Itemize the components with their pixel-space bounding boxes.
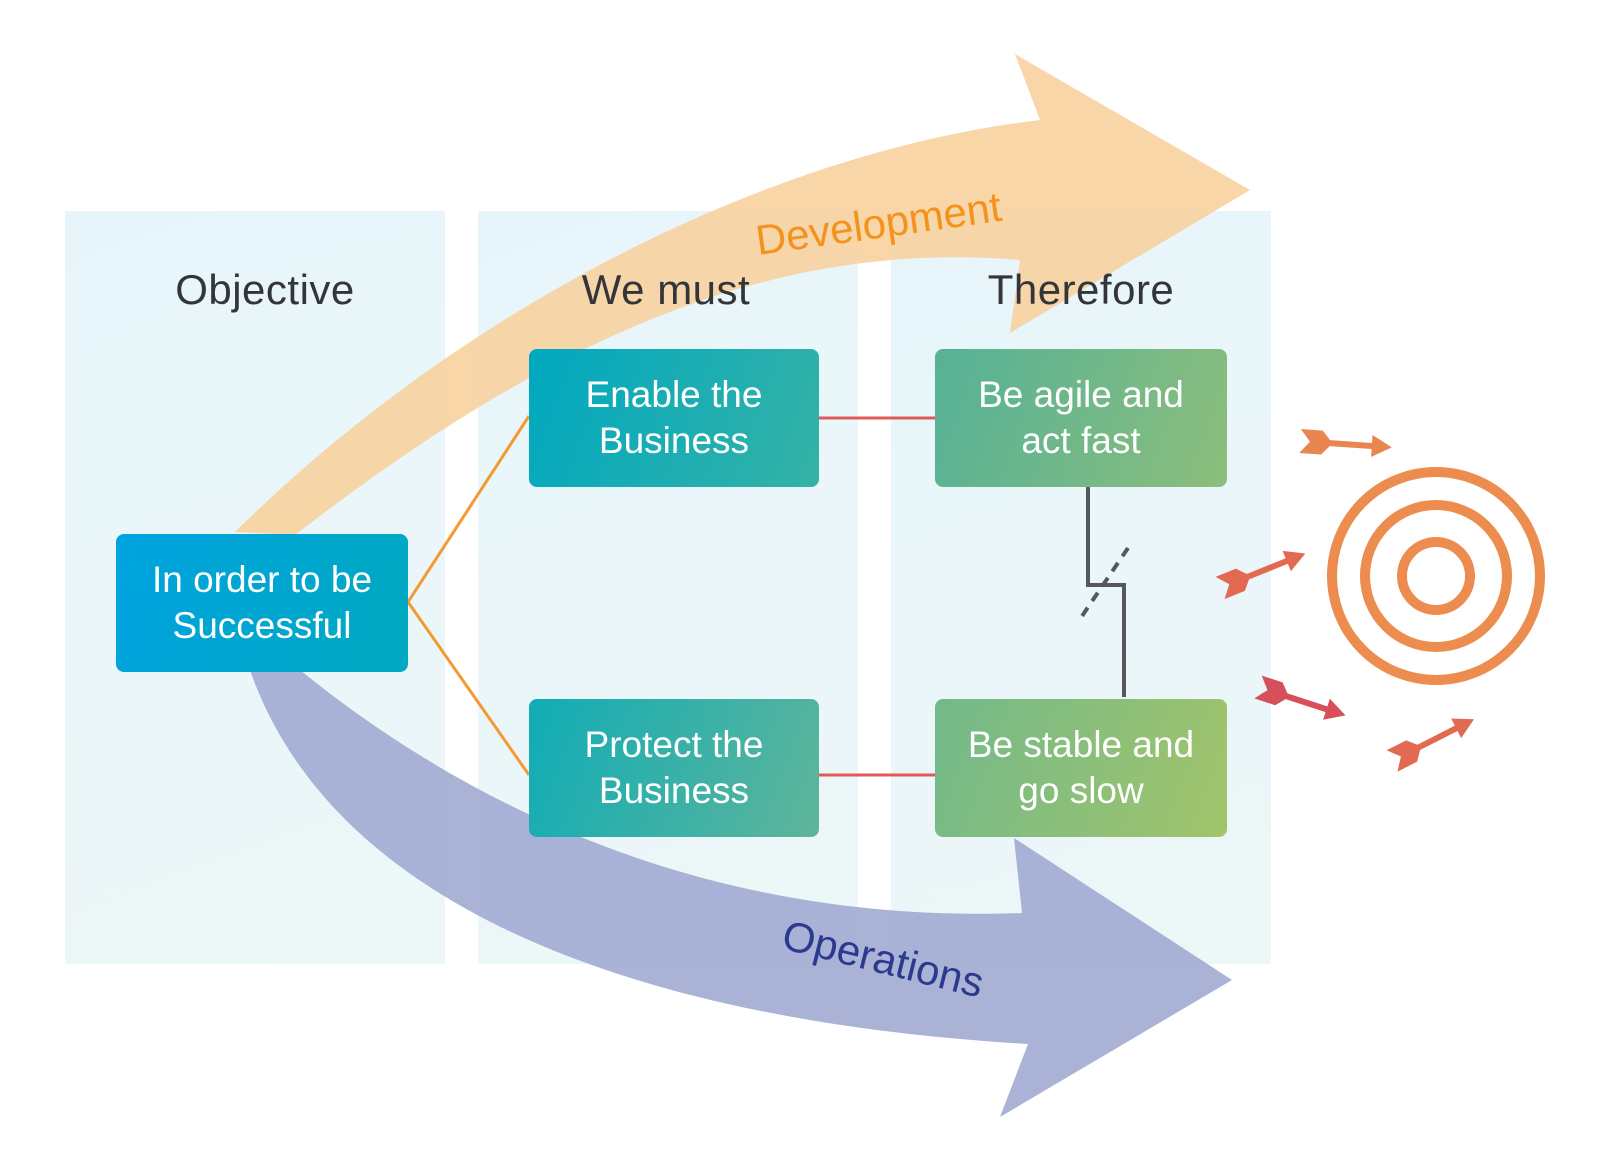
dart-arrow-icon	[1254, 675, 1346, 720]
agile-fast-box[interactable]: Be agile and act fast	[935, 349, 1227, 487]
stable-slow-box[interactable]: Be stable and go slow	[935, 699, 1227, 837]
objective-box[interactable]: In order to be Successful	[116, 534, 408, 672]
enable-business-box[interactable]: Enable the Business	[529, 349, 819, 487]
target-icon	[1327, 467, 1545, 685]
conflict-break-connector	[1086, 487, 1126, 697]
target-inner-ring	[1397, 537, 1475, 615]
column-heading-we-must: We must	[581, 266, 751, 313]
target-middle-ring	[1360, 500, 1512, 652]
column-heading-therefore: Therefore	[987, 266, 1175, 313]
operations-flow-arrow	[250, 670, 1232, 1117]
column-therefore-bg	[891, 211, 1271, 964]
dart-arrow-icon	[1386, 718, 1474, 772]
development-flow-arrow	[235, 54, 1250, 535]
column-heading-objective: Objective	[175, 266, 355, 313]
target-outer-ring	[1327, 467, 1545, 685]
conflict-break-dash	[1076, 546, 1130, 624]
protect-business-box[interactable]: Protect the Business	[529, 699, 819, 837]
branch-connector	[406, 415, 531, 776]
dart-arrow-icon	[1299, 429, 1392, 457]
dart-arrow-icon	[1215, 550, 1306, 600]
